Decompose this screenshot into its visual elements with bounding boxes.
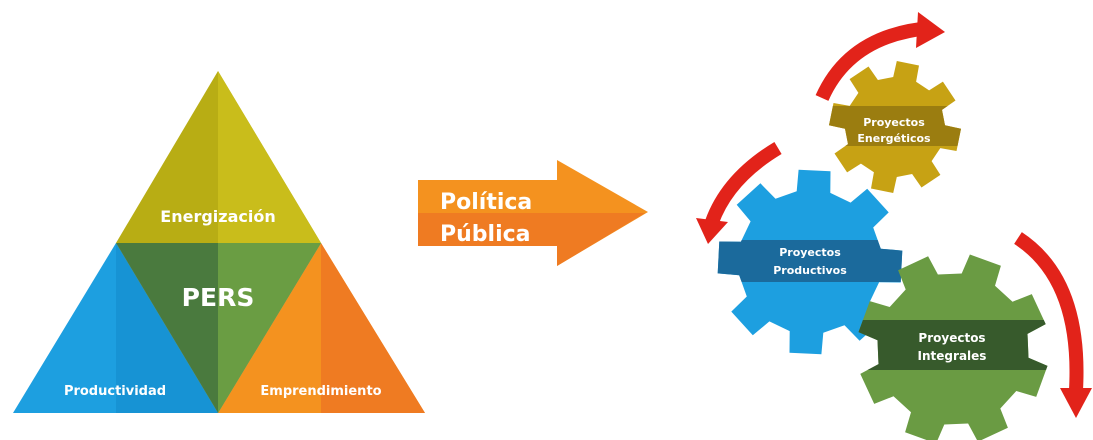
rotation-arrow-top	[815, 21, 931, 101]
gear-large-label-line2: Integrales	[918, 349, 987, 363]
gear-medium-label-line1: Proyectos	[779, 246, 841, 259]
energizacion-label: Energización	[160, 207, 275, 226]
gear-proyectos-energeticos: Proyectos Energéticos	[829, 61, 961, 193]
gear-small-label-line2: Energéticos	[857, 132, 931, 145]
pers-label: PERS	[182, 283, 255, 312]
arrow-text-line1: Política	[440, 190, 532, 215]
emprendimiento-label: Emprendimiento	[260, 384, 381, 399]
politica-publica-arrow: Política Pública	[418, 160, 648, 266]
rotation-arrows	[696, 12, 1092, 418]
gear-proyectos-integrales: Proyectos Integrales	[858, 254, 1048, 440]
rotation-arrow-right	[1014, 232, 1084, 391]
gear-large-label-line1: Proyectos	[918, 331, 985, 345]
pers-pyramid: Energización PERS Productividad Emprendi…	[13, 71, 425, 413]
arrow-text-line2: Pública	[440, 222, 531, 247]
gear-proyectos-productivos: Proyectos Productivos	[717, 169, 903, 355]
gear-small-label-line1: Proyectos	[863, 116, 925, 129]
rotation-arrow-left	[705, 141, 782, 225]
productividad-label: Productividad	[64, 384, 166, 399]
gear-medium-label-line2: Productivos	[773, 264, 847, 277]
